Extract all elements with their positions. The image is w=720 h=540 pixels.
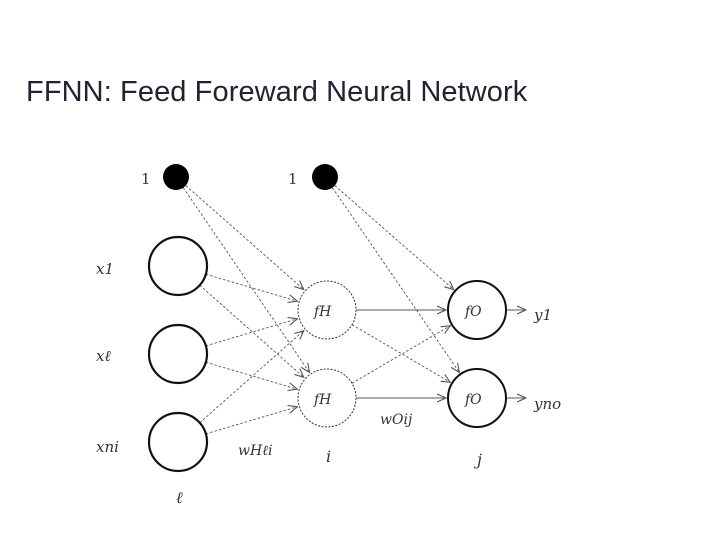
input-hidden-edge bbox=[205, 273, 297, 301]
output-node-label-2: fO bbox=[464, 392, 482, 408]
layer-index-input: ℓ bbox=[176, 488, 183, 507]
weight-label-output: wOij bbox=[380, 412, 413, 428]
hidden-node-2 bbox=[297, 368, 357, 428]
hidden-node-label-1: fH bbox=[313, 304, 332, 320]
output-node-label-1: fO bbox=[464, 304, 482, 320]
input-hidden-edge bbox=[199, 284, 304, 377]
hidden-node-label-2: fH bbox=[313, 392, 332, 408]
network-edges bbox=[182, 185, 526, 435]
output-node-1 bbox=[447, 280, 507, 340]
bias-edge-to-hidden bbox=[185, 185, 304, 290]
input-node-1 bbox=[147, 235, 209, 297]
hidden-output-edge bbox=[351, 324, 450, 383]
input-node-n bbox=[147, 411, 209, 473]
bias-label-input: 1 bbox=[141, 170, 151, 188]
input-label-xl: xℓ bbox=[96, 347, 111, 365]
input-node-l bbox=[147, 323, 209, 385]
output-node-n bbox=[447, 368, 507, 428]
hidden-output-edge bbox=[351, 326, 450, 384]
bias-edge-to-output bbox=[332, 187, 459, 373]
layer-index-hidden: i bbox=[326, 447, 331, 466]
input-hidden-edge bbox=[205, 319, 297, 347]
bias-node-input bbox=[163, 164, 189, 190]
output-label-y1: y1 bbox=[533, 306, 552, 324]
input-hidden-edge bbox=[199, 331, 304, 424]
input-hidden-edge bbox=[205, 361, 297, 389]
layer-index-output: j bbox=[474, 450, 482, 469]
output-label-yn: yno bbox=[533, 395, 561, 413]
bias-edge-to-hidden bbox=[182, 187, 309, 373]
slide-title: FFNN: Feed Foreward Neural Network bbox=[26, 76, 528, 108]
hidden-node-1 bbox=[297, 280, 357, 340]
bias-label-hidden: 1 bbox=[288, 170, 298, 188]
bias-node-hidden bbox=[312, 164, 338, 190]
bias-edge-to-output bbox=[334, 185, 454, 290]
weight-label-hidden: wHℓi bbox=[238, 443, 273, 459]
input-label-xn: xni bbox=[96, 438, 119, 456]
input-hidden-edge bbox=[205, 407, 297, 435]
input-label-x1: x1 bbox=[96, 260, 114, 278]
